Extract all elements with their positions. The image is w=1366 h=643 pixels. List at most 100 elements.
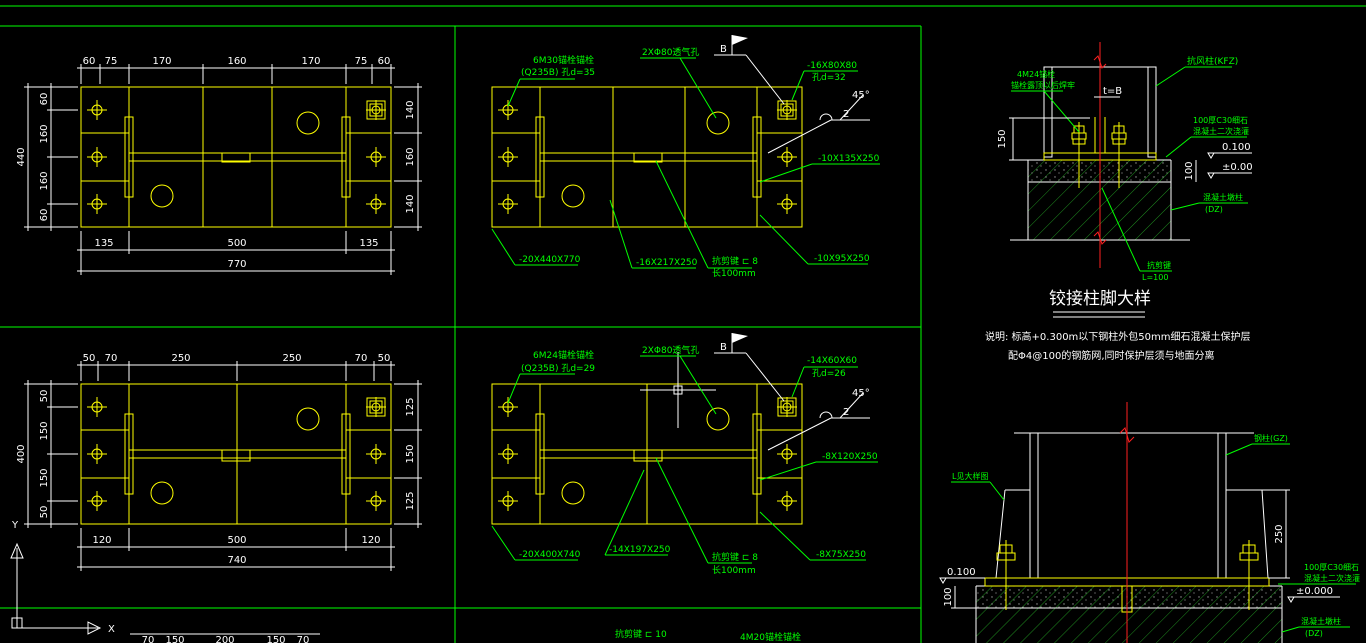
weld-angle: 45° — [852, 90, 870, 101]
dim: 60 — [39, 93, 50, 106]
concrete-sub: 混凝土二次浇灌 — [1304, 573, 1360, 583]
zero-elev: ±0.000 — [1296, 586, 1333, 597]
dim: 500 — [227, 535, 246, 546]
washer: -14X60X60 — [807, 356, 857, 366]
detail-title: 铰接柱脚大样 — [1049, 289, 1151, 309]
shear-key: 抗剪键 ⊏ 8 — [712, 551, 758, 563]
sheet-frame — [0, 5, 1366, 643]
dim: 60 — [39, 209, 50, 222]
weld-gap: 2 — [843, 109, 849, 120]
weld-b: B — [720, 342, 727, 353]
weld-gap: 2 — [843, 407, 849, 418]
shear-len: 长100mm — [712, 564, 756, 576]
dim: 125 — [405, 397, 416, 416]
stiffener: -14X197X250 — [609, 545, 671, 555]
column: 抗风柱(KFZ) — [1187, 55, 1238, 67]
dim: 740 — [227, 555, 246, 566]
base-plate-plan-1 — [80, 86, 392, 228]
note-line-1: 说明: 标高+0.300m以下钢柱外包50mm细石混凝土保护层 — [985, 330, 1251, 343]
weld-b: B — [720, 44, 727, 55]
dim: 120 — [92, 535, 111, 546]
concrete: 100厚C30细石 — [1193, 115, 1248, 125]
bolt-spec: (Q235B) 孔d=29 — [521, 363, 595, 374]
dim: 50 — [39, 506, 50, 519]
washer-hole: 孔d=26 — [812, 368, 846, 379]
rib1: -8X120X250 — [822, 452, 878, 462]
pier-code: (DZ) — [1305, 629, 1323, 638]
ucs-y-label: Y — [11, 520, 19, 531]
dim: 125 — [405, 491, 416, 510]
dim: 70 — [355, 353, 368, 364]
base-plate-plan-2 — [80, 383, 392, 525]
dim: 150 — [405, 444, 416, 463]
p3-dimensions: 50 70 250 250 70 50 400 50 150 150 50 12… — [16, 353, 422, 571]
dim: 140 — [405, 194, 416, 213]
weld-flag-icon — [732, 35, 748, 45]
bolt-label: 4M20锚栓锚栓 — [740, 631, 801, 643]
dim: 135 — [94, 238, 113, 249]
rib2: -10X95X250 — [814, 254, 870, 264]
dim: 60 — [378, 56, 391, 67]
dim: 170 — [152, 56, 171, 67]
dim: 75 — [105, 56, 118, 67]
bolt-spec: (Q235B) 孔d=35 — [521, 67, 595, 78]
p1-dimensions: 60 75 170 160 170 75 60 440 60 160 160 6… — [16, 56, 422, 275]
t-label: t=B — [1103, 86, 1122, 97]
weld-angle: 45° — [852, 388, 870, 399]
dim: 770 — [227, 259, 246, 270]
bolt-sub: 锚栓露顶以后焊牢 — [1011, 80, 1075, 90]
dim: 75 — [355, 56, 368, 67]
ref: L见大样图 — [952, 471, 988, 481]
dim: 50 — [378, 353, 391, 364]
weld-flag-icon — [732, 333, 748, 343]
bolt: 4M24锚栓 — [1017, 69, 1055, 79]
dim: 70 — [105, 353, 118, 364]
elev: 0.100 — [947, 567, 976, 578]
dim: 160 — [39, 171, 50, 190]
bolt-label: 6M30锚栓锚栓 — [533, 54, 594, 66]
pier: 混凝土墩柱 — [1301, 616, 1341, 626]
dim: 150 — [165, 635, 184, 643]
vent-label: 2XΦ80透气孔 — [642, 46, 699, 58]
shear-key: 抗剪键 ⊏ 10 — [615, 628, 667, 640]
dim: 150 — [39, 468, 50, 487]
crosshair-cursor — [640, 352, 716, 428]
vent-label: 2XΦ80透气孔 — [642, 344, 699, 356]
dim: 50 — [83, 353, 96, 364]
dim: 170 — [301, 56, 320, 67]
dim: 160 — [227, 56, 246, 67]
elev1: 0.100 — [1222, 142, 1251, 153]
ucs-icon: Y X — [10, 520, 115, 635]
encased-base-detail — [975, 402, 1283, 643]
base-plate: -20X400X740 — [519, 550, 581, 560]
p4-annotations: 6M24锚栓锚栓 (Q235B) 孔d=29 2XΦ80透气孔 B -14X60… — [491, 333, 878, 576]
concrete: 100厚C30细石 — [1304, 562, 1359, 572]
pier-code: (DZ) — [1205, 205, 1223, 214]
p2-annotations: 6M30锚栓锚栓 (Q235B) 孔d=35 2XΦ80透气孔 B -16X80… — [491, 35, 880, 279]
bolt-label: 6M24锚栓锚栓 — [533, 349, 594, 361]
dim150: 150 — [997, 129, 1008, 148]
dim: 440 — [16, 147, 27, 166]
dim250: 250 — [1274, 524, 1285, 543]
base-plate-annotated-1 — [491, 86, 803, 228]
pier: 混凝土墩柱 — [1203, 192, 1243, 202]
dim: 250 — [171, 353, 190, 364]
detail-annotations: 4M24锚栓 锚栓露顶以后焊牢 抗风柱(KFZ) t=B 150 100厚C30… — [985, 55, 1253, 362]
dim100: 100 — [1184, 161, 1195, 180]
bottom-row-peek: 70 150 200 150 70 抗剪键 ⊏ 10 4M20锚栓锚栓 — [130, 628, 801, 643]
shear-len: L=100 — [1142, 273, 1168, 282]
hinge-base-detail — [1010, 42, 1190, 268]
dim: 70 — [297, 635, 310, 643]
dim: 500 — [227, 238, 246, 249]
dim: 160 — [405, 147, 416, 166]
detail2-annotations: 钢柱(GZ) L见大样图 250 0.100 100 100厚C30细石 混凝土… — [939, 433, 1360, 638]
dim: 140 — [405, 100, 416, 119]
column: 钢柱(GZ) — [1254, 433, 1288, 443]
dim: 150 — [266, 635, 285, 643]
rib1: -10X135X250 — [818, 154, 880, 164]
stiffener: -16X217X250 — [636, 258, 698, 268]
rib2: -8X75X250 — [816, 550, 866, 560]
dim: 70 — [142, 635, 155, 643]
